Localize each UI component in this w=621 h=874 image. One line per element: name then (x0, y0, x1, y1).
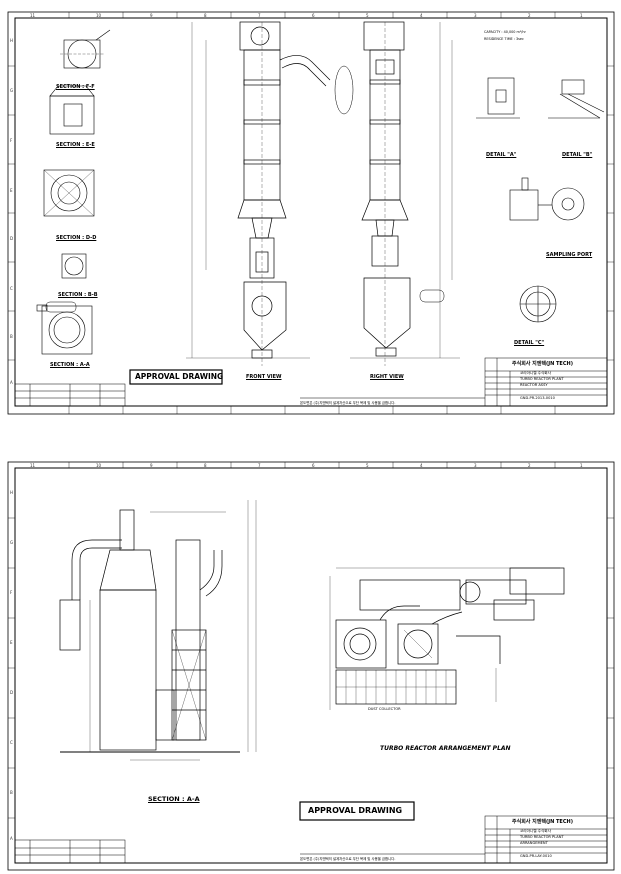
zone-label: 2 (528, 463, 531, 468)
approval-stamp: APPROVAL DRAWING (308, 806, 403, 815)
zone-label: 8 (204, 13, 207, 18)
detail-a-title: DETAIL "A" (486, 152, 517, 158)
zone-label: G (10, 88, 14, 93)
zone-label: E (10, 188, 13, 193)
drawing-number: GND-PR-2013-0010 (520, 396, 555, 400)
detail-b-title: DETAIL "B" (562, 152, 593, 158)
customer-name: 코리아니켈 주식회사 (520, 829, 551, 833)
zone-label: D (10, 236, 14, 241)
zone-label: G (10, 540, 14, 545)
sheet2-linework (7, 461, 615, 871)
company-name: 주식회사 지엔텍(JN TECH) (512, 819, 573, 825)
project-name: TURBO REACTOR PLANT (520, 377, 564, 381)
customer-name: 코리아니켈 주식회사 (520, 371, 551, 375)
detail-c-title: DETAIL "C" (514, 340, 545, 346)
section-d-title: SECTION : D-D (56, 235, 97, 241)
zone-label: F (10, 590, 13, 595)
front-view-title: FRONT VIEW (246, 374, 282, 380)
zone-label: 10 (96, 463, 102, 468)
drawing-sheet-reactor-assy: 11 10 9 8 7 6 5 4 3 2 1 H G F E D C B A … (0, 0, 621, 420)
zone-label: 4 (420, 13, 423, 18)
zone-label: B (10, 334, 13, 339)
section-e-title: SECTION : E-E (56, 142, 95, 148)
zone-label: 5 (366, 13, 369, 18)
sheet1-linework (7, 11, 615, 415)
approval-stamp: APPROVAL DRAWING (135, 372, 224, 381)
zone-label: B (10, 790, 13, 795)
zone-label: 10 (96, 13, 102, 18)
project-name: TURBO REACTOR PLANT (520, 835, 564, 839)
dust-collector-label: DUST COLLECTOR (368, 707, 401, 711)
drawing-title: REACTOR ASSY (520, 383, 548, 387)
section-a-title: SECTION : A-A (50, 362, 90, 368)
zone-label: C (10, 286, 13, 291)
zone-label: A (10, 836, 13, 841)
zone-label: 7 (258, 13, 261, 18)
zone-label: F (10, 138, 13, 143)
zone-label: 3 (474, 463, 477, 468)
zone-label: 5 (366, 463, 369, 468)
zone-label: 6 (312, 13, 315, 18)
section-b-title: SECTION : B-B (58, 292, 98, 298)
zone-label: 11 (30, 463, 36, 468)
drawing-number: GND-PR-LAY-0010 (520, 854, 552, 858)
arrangement-plan-title: TURBO REACTOR ARRANGEMENT PLAN (380, 745, 511, 752)
zone-label: 9 (150, 13, 153, 18)
drawing-title: ARRANGEMENT (520, 841, 548, 845)
zone-label: 2 (528, 13, 531, 18)
capacity-note: CAPACITY : 40,000 m³/hr (484, 30, 526, 34)
zone-label: H (10, 490, 14, 495)
sampling-port-title: SAMPLING PORT (546, 252, 593, 258)
zone-label: C (10, 740, 13, 745)
zone-label: D (10, 690, 14, 695)
zone-label: 6 (312, 463, 315, 468)
drawing-sheet-arrangement: 11 10 9 8 7 6 5 4 3 2 1 H G F E D C B A … (0, 440, 621, 874)
zone-label: 9 (150, 463, 153, 468)
footer-note: 본도면은 (주)지엔텍의 설계자산으로 무단 복제 및 사용을 금합니다. (300, 857, 396, 861)
zone-label: 4 (420, 463, 423, 468)
zone-label: A (10, 380, 13, 385)
footer-note: 본도면은 (주)지엔텍의 설계자산으로 무단 복제 및 사용을 금합니다. (300, 401, 396, 405)
section-a-title: SECTION : A-A (148, 795, 200, 803)
zone-label: 3 (474, 13, 477, 18)
residence-note: RESIDENCE TIME : 3sec (484, 37, 524, 41)
zone-label: 11 (30, 13, 36, 18)
zone-label: 1 (580, 463, 583, 468)
zone-label: H (10, 38, 14, 43)
section-f-title: SECTION : F-F (56, 84, 95, 90)
zone-label: 1 (580, 13, 583, 18)
zone-label: 7 (258, 463, 261, 468)
zone-label: E (10, 640, 13, 645)
zone-label: 8 (204, 463, 207, 468)
right-view-title: RIGHT VIEW (370, 374, 404, 380)
company-name: 주식회사 지엔텍(JN TECH) (512, 361, 573, 367)
